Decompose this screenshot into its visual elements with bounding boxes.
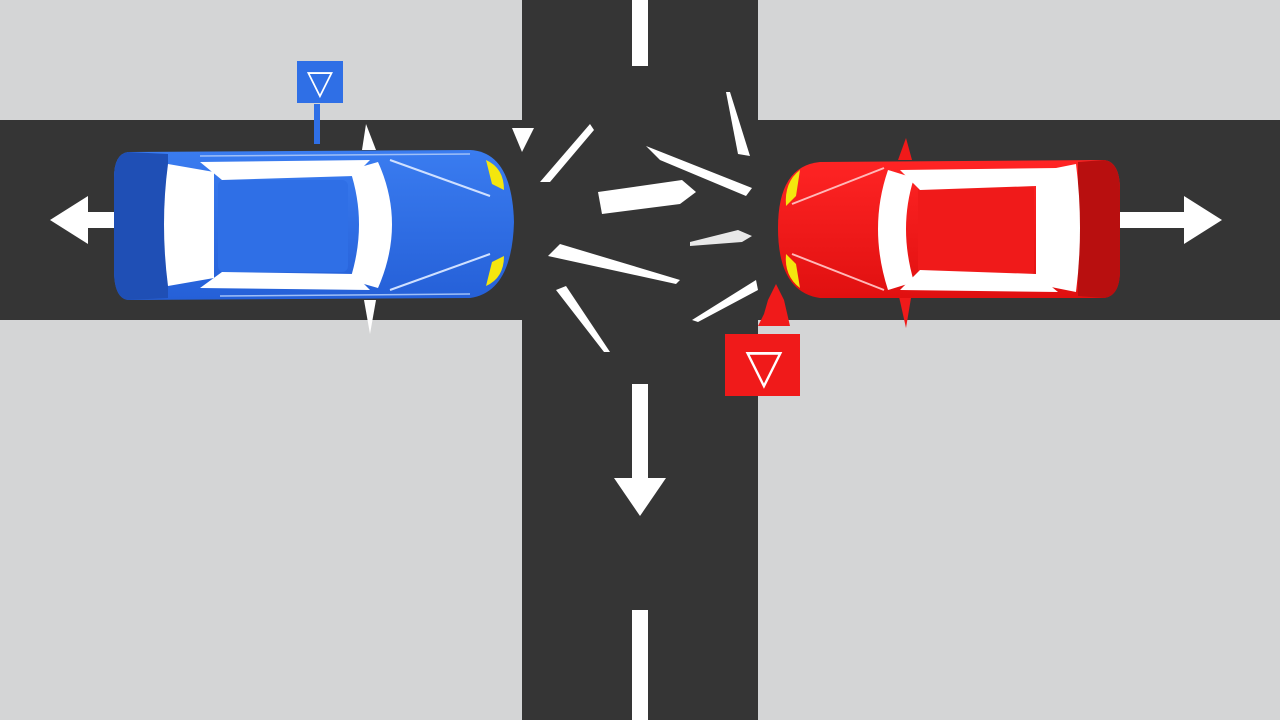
- red-car-hood-line-bottom: [791, 253, 885, 291]
- blue-car-rear-window: [164, 164, 214, 286]
- lane-marking-north: [632, 0, 648, 66]
- red-car-headlight-bottom: [785, 254, 800, 288]
- impact-debris: [512, 92, 758, 352]
- yield-triangle-icon: ▽: [307, 63, 334, 103]
- blue-car-hood-line-top: [389, 159, 491, 197]
- red-car-roof: [918, 184, 1034, 276]
- blue-car-mirror-top: [362, 124, 376, 150]
- blue-car-side-window-top: [200, 160, 370, 180]
- blue-car-rear: [114, 152, 168, 300]
- red-car-mirror-bottom: [898, 292, 912, 328]
- blue-car-headlight-top: [486, 160, 504, 190]
- red-car: [778, 138, 1120, 328]
- red-car-windshield: [878, 170, 914, 290]
- blue-car-sill-bottom: [219, 293, 471, 297]
- red-sign-plate: [725, 334, 800, 396]
- blue-yield-sign: ▽: [297, 61, 343, 144]
- blue-car-hood-line-bottom: [389, 253, 491, 291]
- yield-triangle-icon: ▽: [746, 339, 783, 395]
- blue-car-windshield: [350, 162, 392, 288]
- red-car-side-window-top: [900, 168, 1058, 190]
- blue-car-sill-top: [199, 153, 471, 157]
- red-car-side-window-bottom: [900, 270, 1058, 292]
- lane-marking-south: [632, 610, 648, 720]
- blue-sign-post: [314, 104, 320, 144]
- blue-car-mirror-bottom: [364, 300, 376, 334]
- red-yield-sign: ▽: [725, 284, 800, 396]
- blue-car-side-window-bottom: [200, 272, 370, 290]
- red-car-mirror-top: [898, 138, 912, 160]
- blue-car-headlight-bottom: [486, 256, 504, 286]
- blue-car: [114, 124, 514, 334]
- arrow-right-icon: [1112, 196, 1222, 244]
- vertical-road: [522, 0, 758, 720]
- arrow-down-icon: [614, 384, 666, 516]
- blue-car-roof: [218, 180, 348, 272]
- red-sign-post: [758, 284, 790, 326]
- red-car-rear-window: [1036, 164, 1080, 292]
- red-car-headlight-top: [785, 170, 800, 206]
- blue-sign-plate: [297, 61, 343, 103]
- red-car-hood-line-top: [791, 167, 885, 205]
- red-car-rear: [1078, 160, 1120, 298]
